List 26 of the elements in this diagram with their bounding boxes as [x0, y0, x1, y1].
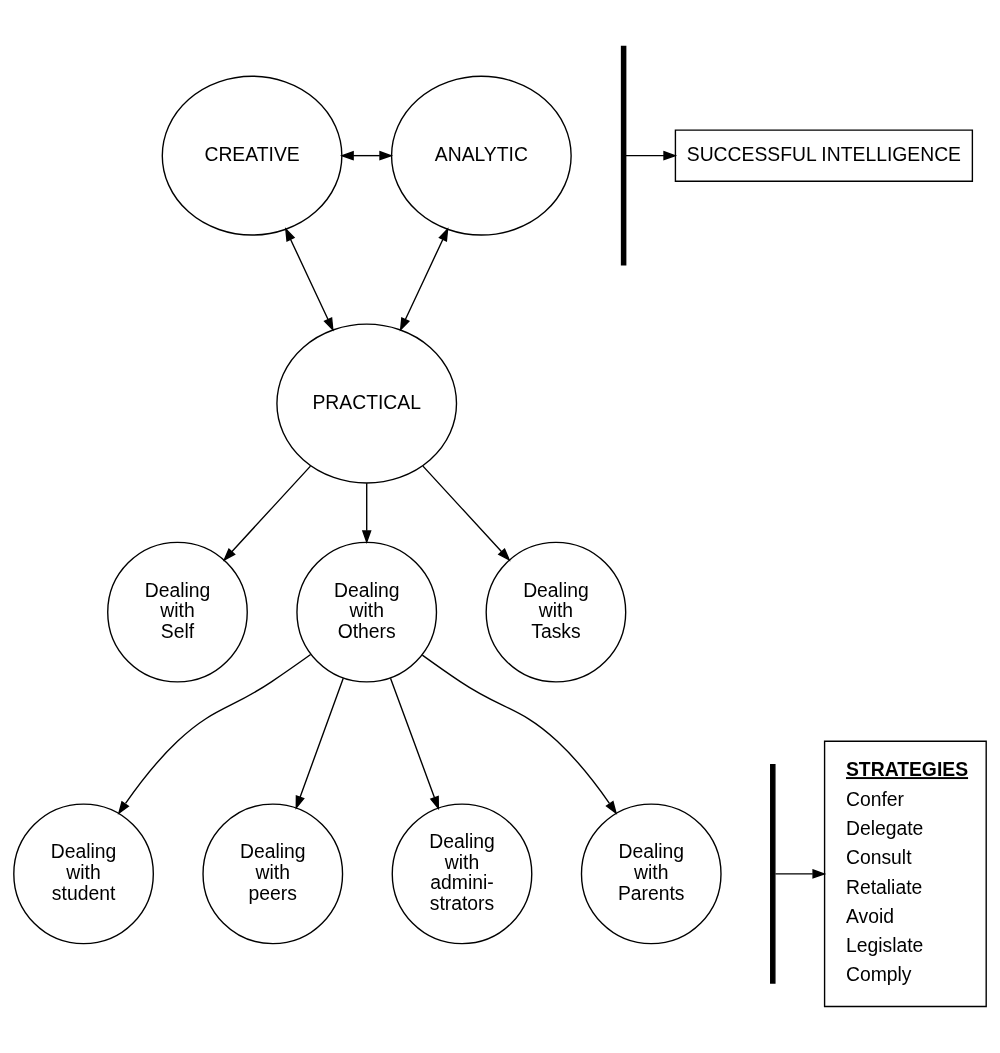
node-circle: Dealing with peers — [202, 803, 344, 945]
node-ellipse: ANALYTIC — [390, 75, 572, 236]
node-circle: Dealing with Self — [107, 541, 248, 683]
node-ellipse: CREATIVE — [161, 75, 343, 236]
arrow — [389, 677, 440, 811]
node-ellipse: PRACTICAL — [276, 323, 458, 484]
arrow — [774, 869, 827, 879]
arrow — [625, 150, 678, 161]
node-circle: Dealing with Tasks — [485, 541, 627, 683]
arrow — [284, 227, 334, 332]
arrow — [422, 465, 511, 562]
arrow — [421, 654, 618, 815]
node-bar — [770, 764, 776, 984]
arrow — [399, 227, 449, 332]
node-circle: Dealing with student — [13, 803, 154, 945]
node-box: SUCCESSFUL INTELLIGENCE — [674, 129, 974, 182]
arrow — [117, 653, 312, 815]
node-circle: Dealing with Parents — [580, 803, 722, 945]
node-box: STRATEGIES Confer Delegate Consult Retaliate Avoid Legislate Comply — [823, 740, 987, 1008]
arrow — [295, 677, 344, 810]
node-circle: Dealing with Others — [296, 541, 438, 683]
arrow — [361, 482, 372, 545]
node-circle: Dealing with admini- strators — [391, 803, 533, 945]
node-bar — [620, 45, 627, 266]
arrow — [340, 150, 394, 161]
arrow — [222, 465, 312, 562]
